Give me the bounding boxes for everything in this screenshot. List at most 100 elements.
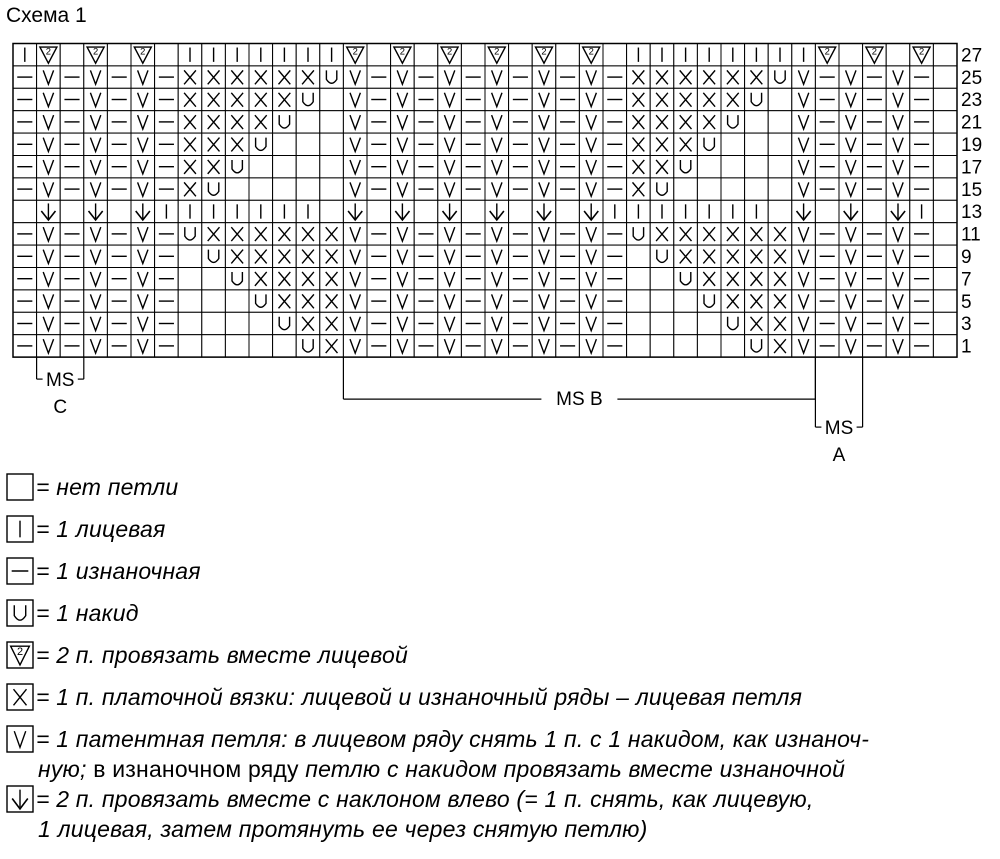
chart-cell [626,222,651,246]
chart-cell [602,110,628,134]
chart-cell [224,177,250,201]
legend-item: = 1 п. платочной вязки: лицевой и изнано… [6,680,802,714]
chart-cell [106,87,132,112]
chart-cell [366,110,392,134]
chart-cell [460,87,486,112]
chart-cell [201,177,226,201]
chart-cell [413,155,439,179]
chart-cell [201,222,226,246]
chart-cell [696,132,722,157]
chart-cell [838,65,864,89]
chart-cell [177,155,203,179]
chart-cell [720,289,746,313]
chart-cell [531,289,557,313]
chart-cell [791,110,816,134]
chart-cell [130,132,156,157]
chart-cell [673,110,698,134]
chart-cell [83,199,108,224]
chart-cell [720,155,746,179]
chart-cell [106,43,132,67]
chart-cell [460,65,486,89]
chart-cell [602,289,628,313]
chart-cell [862,267,887,291]
legend-symbol-icon [6,683,34,711]
chart-cell [154,43,179,67]
chart-cell [649,110,675,134]
legend-text: = 2 п. провязать вместе лицевой [36,641,408,668]
chart-cell [177,132,203,157]
chart-cell [437,65,462,89]
chart-cell [130,244,156,269]
chart-cell [224,87,250,112]
chart-cell [319,199,344,224]
chart-cell [413,199,439,224]
row-number: 3 [961,314,972,335]
chart-cell [342,87,368,112]
chart-cell [885,289,911,313]
chart-cell [555,177,580,201]
chart-cell [154,132,179,157]
chart-cell [484,199,510,224]
chart-cell [201,43,226,67]
chart-cell [791,289,816,313]
row-number: 1 [961,337,972,358]
chart-cell [295,267,321,291]
chart-cell [390,311,415,336]
chart-cell [460,155,486,179]
chart-cell [12,87,38,112]
chart-cell [154,289,179,313]
chart-cell [484,87,510,112]
chart-cell [744,177,769,201]
chart-cell [342,132,368,157]
chart-cell [767,87,793,112]
chart-cell [390,244,415,269]
chart-cell [932,222,958,246]
chart-cell [366,177,392,201]
chart-cell [696,87,722,112]
row-number: 9 [961,247,972,268]
chart-cell [649,334,675,358]
chart-cell [460,222,486,246]
chart-cell [626,65,651,89]
chart-cell [295,311,321,336]
chart-cell [295,222,321,246]
chart-cell [838,199,864,224]
chart-cell [814,334,840,358]
legend-symbol-icon: 2 [6,641,34,669]
chart-cell [342,334,368,358]
chart-cell [508,155,533,179]
chart-cell [154,222,179,246]
chart-cell [909,132,934,157]
chart-cell [626,110,651,134]
chart-cell [437,222,462,246]
chart-cell [413,311,439,336]
chart-cell [177,334,203,358]
chart-cell [838,311,864,336]
chart-cell [484,155,510,179]
chart-cell [862,87,887,112]
chart-cell [177,222,203,246]
chart-cell: 2 [909,43,934,67]
chart-cell [224,199,250,224]
svg-text:2: 2 [494,46,499,57]
chart-cell [201,311,226,336]
chart-cell [814,110,840,134]
chart-cell [932,199,958,224]
chart-cell [272,199,297,224]
chart-cell [224,132,250,157]
chart-cell [508,87,533,112]
chart-cell [578,222,604,246]
chart-cell [484,289,510,313]
chart-cell [366,132,392,157]
chart-cell [578,334,604,358]
legend-symbol-icon [6,725,34,753]
chart-cell [909,65,934,89]
chart-cell [390,155,415,179]
chart-cell [12,311,38,336]
chart-cell [12,289,38,313]
chart-cell [531,199,557,224]
svg-text:2: 2 [541,46,546,57]
chart-cell [437,87,462,112]
chart-cell [673,222,698,246]
chart-cell [319,244,344,269]
